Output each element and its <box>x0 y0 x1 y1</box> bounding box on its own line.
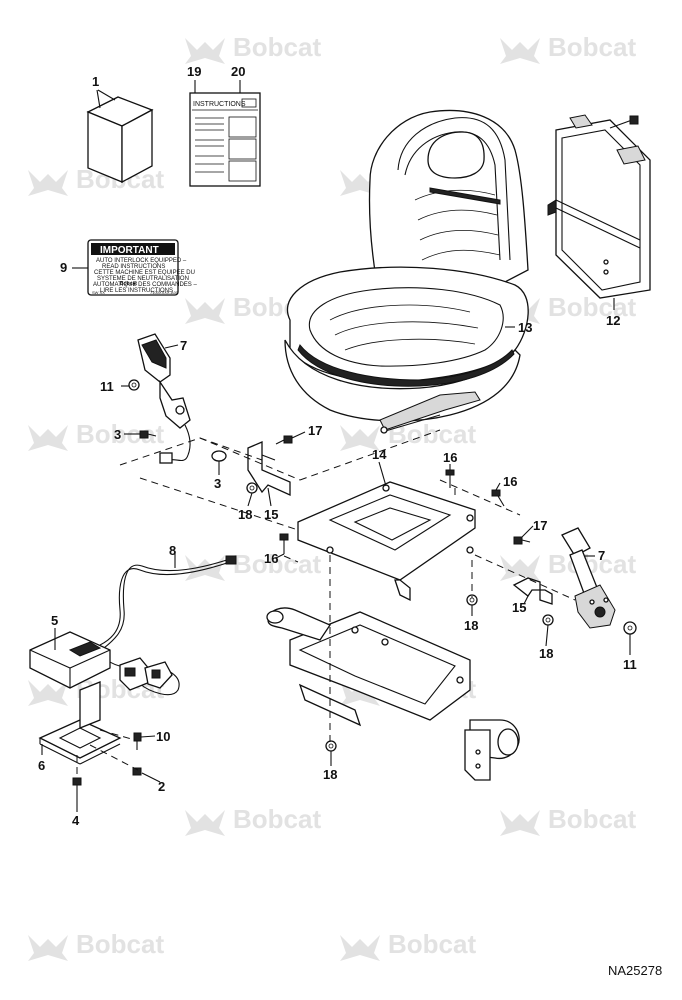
decal-brand: Bobcat <box>120 281 137 287</box>
fastener-bolt-16-c <box>279 533 289 554</box>
part-7-seat-belt-retractor-right <box>561 527 616 629</box>
watermark-text: Bobcat <box>548 804 636 834</box>
callout-10: 10 <box>156 729 170 744</box>
callout-5: 5 <box>51 613 58 628</box>
callout-19: 19 <box>187 64 201 79</box>
assembly-lines <box>76 429 576 778</box>
instructions-label: INSTRUCTIONS <box>193 101 246 108</box>
decal-code-right: 7100XXXX-A00 <box>150 290 179 295</box>
callout-12: 12 <box>606 313 620 328</box>
fastener-plug-3 <box>211 450 227 462</box>
fastener-bolt-4 <box>72 777 82 798</box>
part-6-module-bracket <box>38 681 122 765</box>
watermark-text: Bobcat <box>233 549 321 579</box>
part-9-important-decal: IMPORTANT AUTO INTERLOCK EQUIPPED – READ… <box>87 239 197 296</box>
bolt-icon <box>609 115 639 129</box>
part-1-kit-box <box>86 89 154 184</box>
watermark-text: Bobcat <box>76 929 164 959</box>
watermark-text: Bobcat <box>388 929 476 959</box>
decal-line: AUTOMATIQUE DES COMMANDES – <box>93 282 197 288</box>
decal-line: LIRE LES INSTRUCTIONS <box>100 288 173 294</box>
watermark: Bobcat <box>500 549 636 581</box>
callout-17: 17 <box>533 518 547 533</box>
fastener-bolt-17-left <box>275 435 293 445</box>
callout-17: 17 <box>308 423 322 438</box>
fastener-nut-11-right <box>623 621 637 635</box>
callout-18: 18 <box>238 507 252 522</box>
watermark: Bobcat <box>340 929 476 961</box>
callout-20: 20 <box>231 64 245 79</box>
decal-code-left: SW XX <box>92 290 105 295</box>
fastener-nut-11-left <box>128 379 140 391</box>
part-5-controller-module <box>29 631 173 691</box>
leader-lines <box>41 80 631 812</box>
callout-11: 11 <box>100 379 114 394</box>
watermark: Bobcat <box>185 804 321 836</box>
part-15-bracket-left <box>247 441 291 497</box>
part-12-back-panel <box>547 114 651 299</box>
part-15-bracket-right <box>512 577 553 605</box>
callout-14: 14 <box>372 447 387 462</box>
fastener-bolt-16-b <box>491 489 505 507</box>
watermark: Bobcat <box>500 32 636 64</box>
fastener-nut-18-bottom <box>325 740 337 752</box>
callout-labels: 1 19 20 9 7 11 3 3 17 14 16 16 18 15 13 … <box>38 64 637 828</box>
seat-base-frame <box>266 607 520 781</box>
decal-title: IMPORTANT <box>100 245 159 256</box>
fastener-bolt-10 <box>133 732 142 750</box>
callout-13: 13 <box>518 320 532 335</box>
callout-8: 8 <box>169 543 176 558</box>
part-19-20-instructions-manual: INSTRUCTIONS <box>189 92 261 187</box>
callout-16: 16 <box>503 474 517 489</box>
callout-4: 4 <box>72 813 80 828</box>
callout-6: 6 <box>38 758 45 773</box>
callout-3: 3 <box>114 427 121 442</box>
decal-line: CETTE MACHINE EST EQUIPEE DU <box>94 270 195 276</box>
callout-1: 1 <box>92 74 99 89</box>
watermark-text: Bobcat <box>233 804 321 834</box>
watermark-text: Bobcat <box>548 32 636 62</box>
fastener-nut-2 <box>132 767 142 776</box>
watermark-text: Bobcat <box>548 292 636 322</box>
callout-16: 16 <box>443 450 457 465</box>
callout-15: 15 <box>512 600 526 615</box>
decal-line: SYSTEME DE NEUTRALISATION <box>97 276 189 282</box>
callout-18: 18 <box>539 646 553 661</box>
callout-18: 18 <box>464 618 478 633</box>
callout-18: 18 <box>323 767 337 782</box>
part-13-seat <box>284 109 529 434</box>
callout-16: 16 <box>264 551 278 566</box>
part-14-seat-mount-plate <box>297 481 476 602</box>
callout-15: 15 <box>264 507 278 522</box>
callout-9: 9 <box>60 260 67 275</box>
fastener-bolt-17-right <box>513 536 531 545</box>
callout-11: 11 <box>623 657 637 672</box>
watermark-text: Bobcat <box>233 32 321 62</box>
watermark: Bobcat <box>500 804 636 836</box>
fastener-nut-18-left <box>246 482 258 494</box>
callout-3: 3 <box>214 476 221 491</box>
figure-id: NA25278 <box>608 963 662 978</box>
callout-2: 2 <box>158 779 165 794</box>
decal-line: READ INSTRUCTIONS <box>102 264 165 270</box>
watermark: Bobcat <box>28 929 164 961</box>
watermark: Bobcat <box>185 549 321 581</box>
part-7-seat-belt-buckle-left <box>137 333 191 464</box>
callout-7: 7 <box>598 548 605 563</box>
decal-line: AUTO INTERLOCK EQUIPPED – <box>96 258 187 264</box>
fastener-nut-18-right <box>542 614 554 626</box>
callout-7: 7 <box>180 338 187 353</box>
fastener-nut-18-center <box>466 594 478 606</box>
watermark: Bobcat <box>185 32 321 64</box>
